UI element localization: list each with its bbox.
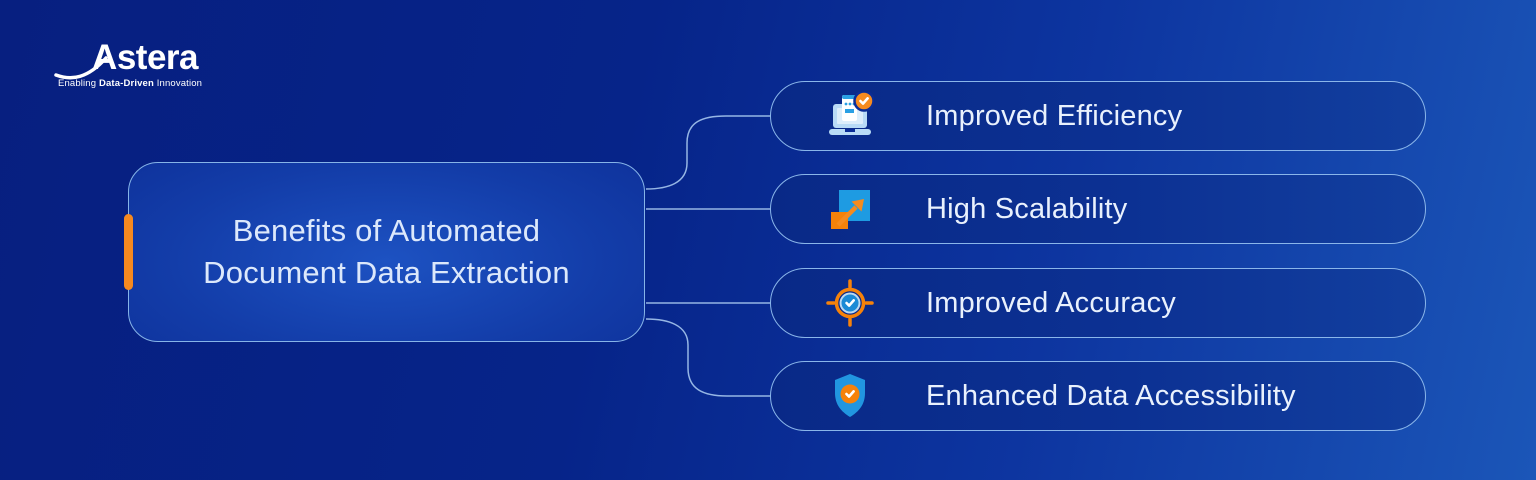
page-title: Benefits of Automated Document Data Extr… <box>203 210 570 294</box>
benefit-label: Improved Efficiency <box>926 99 1183 132</box>
main-title-box: Benefits of Automated Document Data Extr… <box>124 162 645 342</box>
connector-line-4 <box>645 318 771 397</box>
logo-swoosh-icon <box>54 56 108 80</box>
benefit-label: High Scalability <box>926 192 1128 225</box>
logo-tagline: Enabling Data-Driven Innovation <box>58 78 202 89</box>
logo-wordmark: Astera <box>92 38 198 77</box>
laptop-document-check-icon <box>829 92 874 135</box>
tagline-prefix: Enabling <box>58 78 99 89</box>
target-check-icon <box>826 279 874 327</box>
benefit-pill-improved-accuracy: Improved Accuracy <box>770 268 1426 338</box>
benefit-pill-high-scalability: High Scalability <box>770 174 1426 244</box>
tagline-bold: Data-Driven <box>98 78 154 89</box>
scale-expand-icon <box>831 190 870 229</box>
benefit-pill-enhanced-data-accessibility: Enhanced Data Accessibility <box>770 361 1426 431</box>
astera-logo: Astera Enabling Data-Driven Innovation <box>54 38 202 89</box>
benefit-label: Enhanced Data Accessibility <box>926 379 1296 412</box>
benefit-label: Improved Accuracy <box>926 286 1176 319</box>
connector-line-1 <box>645 115 771 190</box>
title-line-1: Benefits of Automated <box>232 213 541 248</box>
orange-accent-bar <box>124 214 133 290</box>
shield-check-icon <box>835 374 865 417</box>
benefit-pill-improved-efficiency: Improved Efficiency <box>770 81 1426 151</box>
title-line-2: Document Data Extraction <box>203 255 570 290</box>
tagline-suffix: Innovation <box>153 78 203 89</box>
